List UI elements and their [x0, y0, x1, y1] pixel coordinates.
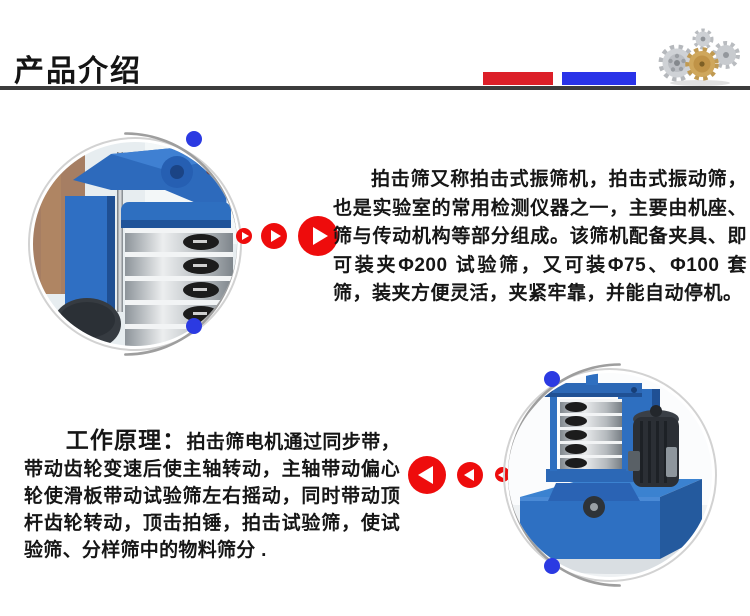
- triangle-left: [417, 466, 433, 484]
- intro-paragraph: 拍击筛又称拍击式振筛机，拍击式振动筛，也是实验室的常用检测仪器之一，主要由机座、…: [333, 169, 747, 304]
- play-right-icon-small: [236, 228, 252, 244]
- photo-ring: [503, 368, 717, 582]
- gears-icon: [658, 28, 740, 86]
- play-right-icon-medium: [261, 223, 287, 249]
- product-photo-sieve-closeup: [28, 131, 242, 356]
- triangle-right: [241, 232, 249, 240]
- triangle-right: [270, 230, 281, 242]
- gear-right: [712, 41, 740, 69]
- play-right-icon-large: [298, 216, 338, 256]
- triangle-left: [498, 470, 505, 479]
- header-red-bar: [483, 72, 553, 85]
- play-left-icon-medium: [457, 462, 483, 488]
- blue-dot-bottom: [544, 558, 560, 574]
- principle-paragraph: 工作原理：拍击筛电机通过同步带，带动齿轮变速后使主轴转动，主轴带动偏心轮使滑板带…: [24, 427, 400, 564]
- gear-gold: [685, 47, 719, 81]
- header-divider: [0, 86, 750, 90]
- triangle-left: [463, 469, 474, 481]
- product-photo-full-machine: [503, 363, 717, 587]
- play-left-icon-large: [408, 456, 446, 494]
- photo-illustration-left: [33, 142, 237, 346]
- play-left-icon-small: [495, 467, 510, 482]
- blue-dot-bottom: [186, 318, 202, 334]
- header-blue-bar: [562, 72, 636, 85]
- principle-heading: 工作原理：: [65, 427, 187, 453]
- photo-ring: [28, 137, 242, 351]
- blue-dot-top: [186, 131, 202, 147]
- blue-dot-top: [544, 371, 560, 387]
- gear-top: [692, 28, 714, 50]
- page-title: 产品介绍: [14, 55, 142, 88]
- triangle-right: [312, 227, 328, 245]
- photo-illustration-right: [508, 373, 712, 577]
- principle-text: 拍击筛电机通过同步带，带动齿轮变速后使主轴转动，主轴带动偏心轮使滑板带动试验筛左…: [24, 432, 400, 561]
- motor: [628, 405, 679, 487]
